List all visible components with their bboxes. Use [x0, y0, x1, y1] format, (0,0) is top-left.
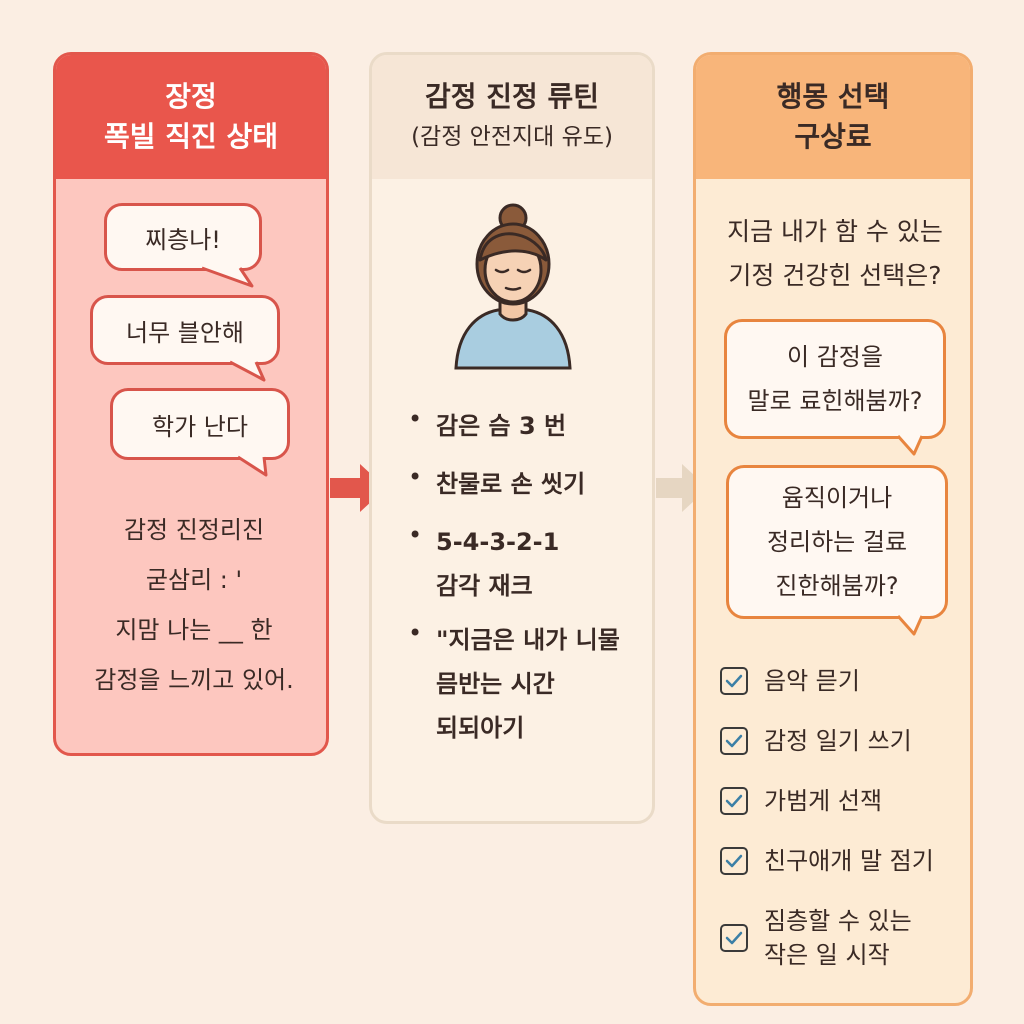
panel-emotion-state-header: 장정 폭빌 직진 상태 [56, 55, 326, 179]
choice-bubble-1: 이 감정을 말로 료힌해붐까? [724, 319, 946, 439]
checklist-item-5[interactable]: 짐층할 수 있는 작은 일 시작 [720, 904, 912, 972]
choice-bubble-1-line-2: 말로 료힌해붐까? [747, 387, 923, 415]
person-calm-icon [454, 203, 572, 370]
checklist-item-3[interactable]: 가범게 선잭 [720, 784, 882, 818]
speech-bubble-3: 학가 난다 [110, 388, 290, 460]
speech-bubble-2-tail [229, 360, 266, 382]
speech-bubble-2-text: 너무 블안해 [125, 318, 245, 347]
speech-bubble-1-text: 찌층나! [145, 225, 221, 254]
checklist-item-5-line-1: 짐층할 수 있는 [764, 907, 912, 935]
panel-action-choice-title-1: 행몽 선택 [776, 80, 890, 113]
checklist-item-4-label: 친구애개 말 점기 [764, 847, 934, 875]
choice-bubble-1-line-1: 이 감정을 [787, 343, 883, 371]
checkbox-checked-icon[interactable] [720, 727, 748, 755]
choice-bubble-2-line-3: 진한해붐까? [775, 572, 899, 600]
routine-item-2-text: 찬물로 손 씻기 [436, 470, 586, 498]
self-talk-line-1: 감정 진정리진 [123, 516, 265, 544]
routine-item-3-line-2: 감각 재크 [436, 572, 533, 600]
choice-bubble-2: 윰직이거나 정리하는 걸료 진한해붐까? [726, 465, 948, 619]
choice-bubble-2-tail [896, 615, 924, 636]
choice-bubble-2-line-2: 정리하는 걸료 [766, 528, 908, 556]
question-line-2: 기정 건강힌 선택은? [728, 261, 942, 290]
checklist-item-1-label: 음악 믇기 [764, 667, 860, 695]
panel-action-choice-title-2: 구상료 [794, 120, 872, 153]
panel-calm-routine-title: 감정 진정 류틴 [424, 80, 600, 113]
panel-calm-routine-header: 감정 진정 류틴 (감정 안전지대 유도) [372, 55, 652, 179]
healthy-choice-question: 지금 내가 함 수 있는 기정 건강힌 선택은? [700, 210, 970, 298]
self-talk-line-3: 지맘 나는 __ 한 [115, 616, 273, 644]
panel-calm-routine: 감정 진정 류틴 (감정 안전지대 유도) [369, 52, 655, 824]
panel-emotion-state-title-2: 폭빌 직진 상태 [103, 120, 279, 153]
bullet-dot-icon: • [408, 521, 423, 549]
self-talk-line-4: 감정을 느끼고 있어. [94, 666, 294, 694]
checklist-item-1[interactable]: 음악 믇기 [720, 664, 860, 698]
checkbox-checked-icon[interactable] [720, 847, 748, 875]
checklist-item-3-label: 가범게 선잭 [764, 787, 883, 815]
speech-bubble-3-text: 학가 난다 [152, 412, 248, 441]
checklist-item-5-line-2: 작은 일 시작 [764, 941, 890, 969]
routine-item-4-line-2: 믐반는 시간 [436, 670, 555, 698]
speech-bubble-2: 너무 블안해 [90, 295, 280, 365]
speech-bubble-3-tail [237, 455, 268, 477]
checkbox-checked-icon[interactable] [720, 924, 748, 952]
self-talk-line-2: 굳삼리 : ' [145, 566, 243, 594]
bullet-dot-icon: • [408, 463, 423, 491]
self-talk-text: 감정 진정리진 굳삼리 : ' 지맘 나는 __ 한 감정을 느끼고 있어. [60, 505, 328, 705]
speech-bubble-1: 찌층나! [104, 203, 262, 271]
panel-action-choice-header: 행몽 선택 구상료 [696, 55, 970, 179]
panel-calm-routine-subtitle: (감정 안전지대 유도) [411, 124, 613, 150]
routine-item-4-line-3: 되되아기 [436, 714, 525, 742]
checklist-item-2[interactable]: 감정 일기 쓰기 [720, 724, 912, 758]
routine-item-4-line-1: "지금은 내가 니물 [436, 626, 620, 654]
panel-emotion-state-title-1: 장정 [165, 80, 217, 113]
routine-item-3-line-1: 5-4-3-2-1 [436, 528, 560, 556]
bullet-dot-icon: • [408, 405, 423, 433]
checkbox-checked-icon[interactable] [720, 787, 748, 815]
checklist-item-5-label: 짐층할 수 있는 작은 일 시작 [764, 904, 912, 972]
routine-item-1-text: 감은 슴 3 번 [436, 412, 567, 440]
checklist-item-2-label: 감정 일기 쓰기 [764, 727, 912, 755]
speech-bubble-1-tail [201, 266, 254, 288]
bullet-dot-icon: • [408, 619, 423, 647]
question-line-1: 지금 내가 함 수 있는 [727, 217, 943, 246]
checklist-item-4[interactable]: 친구애개 말 점기 [720, 844, 934, 878]
choice-bubble-2-line-1: 윰직이거나 [781, 484, 893, 512]
checkbox-checked-icon[interactable] [720, 667, 748, 695]
choice-bubble-1-tail [896, 435, 924, 456]
